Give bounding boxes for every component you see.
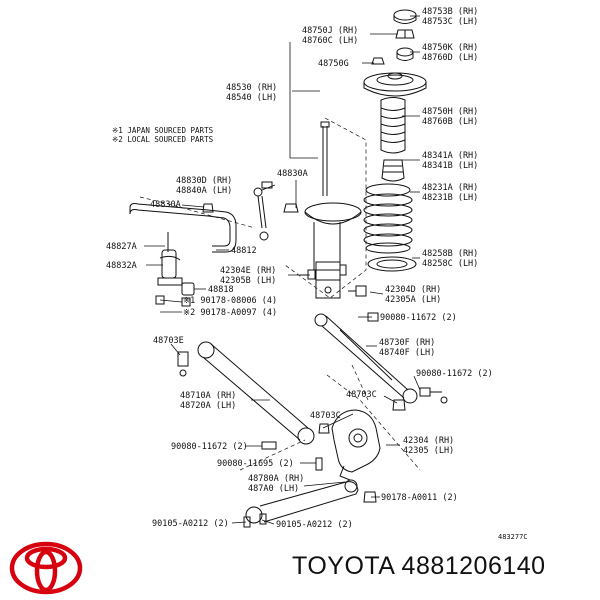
nut-48703C-mid	[318, 423, 330, 434]
assembly-outline	[139, 117, 421, 471]
label-90178-08006: ※1 90178-08006 (4)	[183, 296, 277, 306]
label-90080-11672-b: 90080-11672 (2)	[416, 369, 493, 379]
bolt-42304E	[300, 269, 316, 280]
label-48540: 48540 (LH)	[226, 93, 277, 103]
lower-arm-48730F	[314, 313, 418, 404]
label-90080-11672-c: 90080-11672 (2)	[171, 442, 248, 452]
note-local: ※2 LOCAL SOURCED PARTS	[112, 135, 214, 144]
coil-spring	[363, 183, 413, 254]
label-48231B: 48231B (LH)	[422, 193, 478, 203]
label-48720A: 48720A (LH)	[180, 401, 236, 411]
label-48840A: 48840A (LH)	[176, 186, 232, 196]
label-48740F: 48740F (LH)	[379, 348, 435, 358]
label-48703C-mid: 48703C	[310, 411, 341, 421]
label-48753B: 48753B (RH)	[422, 7, 478, 17]
label-48818: 48818	[208, 285, 234, 295]
nut-90178-A0011	[363, 491, 377, 503]
label-48703E: 48703E	[153, 336, 184, 346]
label-48760B: 48760B (LH)	[422, 117, 478, 127]
bump-stop	[381, 159, 405, 182]
bolt-90080-c	[261, 441, 277, 450]
bolts-90178	[155, 295, 191, 307]
bolt-90080-11695	[315, 457, 323, 471]
label-90105-A0212-a: 90105-A0212 (2)	[152, 519, 229, 529]
bushing-48818	[181, 282, 195, 296]
label-48812: 48812	[231, 246, 257, 256]
label-487A0: 487A0 (LH)	[248, 484, 299, 494]
label-48780A: 48780A (RH)	[248, 474, 304, 484]
lower-arm-48780A	[245, 479, 359, 524]
label-48760C: 48760C (LH)	[302, 36, 358, 46]
label-90080-11695: 90080-11695 (2)	[217, 459, 294, 469]
label-48750G: 48750G	[318, 59, 349, 69]
label-48710A: 48710A (RH)	[180, 391, 236, 401]
upper-nut	[395, 29, 415, 39]
label-48750K: 48750K (RH)	[422, 43, 478, 53]
label-48830A-top: 48830A	[277, 169, 308, 179]
bracket-48832A	[159, 255, 181, 261]
drawing-code: 483277C	[498, 533, 528, 541]
knuckle	[331, 409, 381, 481]
bolt-42304D	[348, 285, 367, 297]
link-nut	[283, 203, 299, 213]
bolt-90080-a	[367, 312, 379, 322]
upper-mount-cap	[393, 9, 417, 24]
bushing	[396, 47, 414, 61]
label-48750H: 48750H (RH)	[422, 107, 478, 117]
label-48258B: 48258B (RH)	[422, 249, 478, 259]
label-42304D: 42304D (RH)	[385, 285, 441, 295]
label-48760D: 48760D (LH)	[422, 53, 478, 63]
bar-nut-left	[202, 203, 214, 213]
bushing-bracket	[157, 232, 183, 286]
link-48703E	[177, 351, 189, 377]
label-48830D: 48830D (RH)	[176, 176, 232, 186]
brand-part-number: TOYOTA 4881206140	[292, 552, 546, 580]
label-42305: 42305 (LH)	[403, 446, 454, 456]
label-48703C-right: 48703C	[346, 390, 377, 400]
label-48231A: 48231A (RH)	[422, 183, 478, 193]
lateral-arm-48710A	[197, 341, 315, 445]
shock-absorber	[304, 121, 362, 299]
label-48827A: 48827A	[106, 242, 137, 252]
label-42305A: 42305A (LH)	[385, 295, 441, 305]
label-48753C: 48753C (LH)	[422, 17, 478, 27]
label-48258C: 48258C (LH)	[422, 259, 478, 269]
label-48832A: 48832A	[106, 261, 137, 271]
label-42304E: 42304E (RH)	[220, 266, 276, 276]
label-48730F: 48730F (RH)	[379, 338, 435, 348]
note-japan: ※1 JAPAN SOURCED PARTS	[112, 126, 214, 135]
toyota-logo-icon	[9, 541, 83, 595]
nut-48703C	[392, 399, 406, 411]
label-48341A: 48341A (RH)	[422, 151, 478, 161]
label-90178-A0011: 90178-A0011 (2)	[381, 493, 458, 503]
label-90178-A0097: ※2 90178-A0097 (4)	[183, 308, 277, 318]
label-48830A-left: 48830A	[150, 200, 181, 210]
bolts-90105	[243, 513, 267, 528]
bolt-90080-b	[419, 387, 448, 404]
label-48341B: 48341B (LH)	[422, 161, 478, 171]
stabilizer-link	[253, 181, 273, 241]
label-42304: 42304 (RH)	[403, 436, 454, 446]
nut-small	[371, 57, 385, 65]
dust-boot	[380, 97, 406, 154]
stabilizer-bar	[129, 203, 237, 253]
label-90105-A0212-b: 90105-A0212 (2)	[276, 520, 353, 530]
label-48530: 48530 (RH)	[226, 83, 277, 93]
label-48750J: 48750J (RH)	[302, 26, 358, 36]
label-42305B: 42305B (LH)	[220, 276, 276, 286]
label-90080-11672-a: 90080-11672 (2)	[380, 313, 457, 323]
support-plate	[363, 72, 427, 97]
spring-seat	[367, 256, 417, 272]
part-labels: 48753B (RH) 48753C (LH) 48750J (RH) 4876…	[106, 7, 528, 541]
